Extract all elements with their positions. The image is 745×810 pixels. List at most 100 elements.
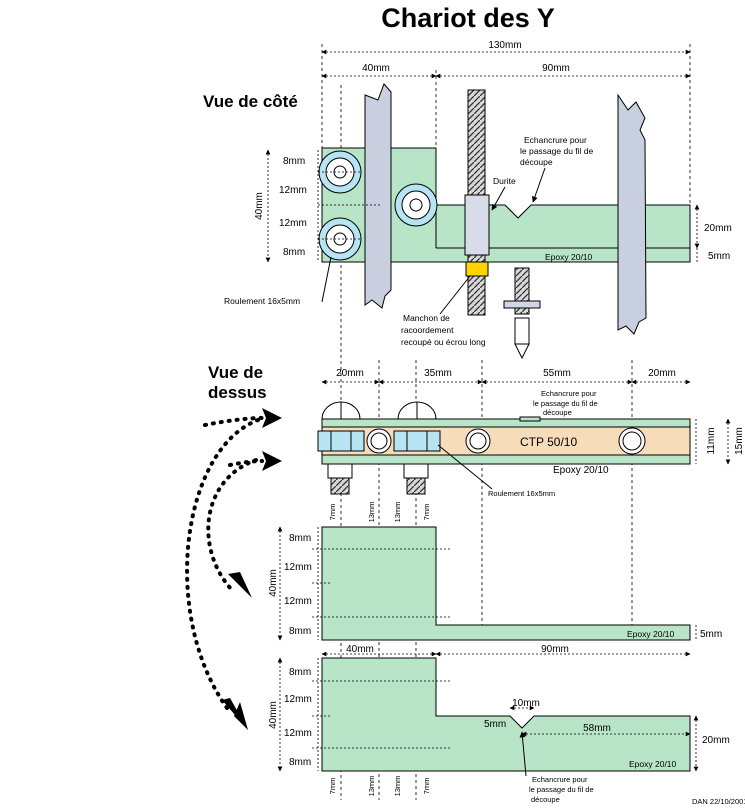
signature: DAN 22/10/2001: [692, 797, 745, 806]
col-7-b: 7mm: [422, 504, 431, 521]
side-epoxy-label: Epoxy 20/10: [545, 252, 593, 262]
durite-sleeve: [464, 194, 490, 256]
top-bearing-right: [393, 430, 441, 452]
dim-130: 130mm: [488, 40, 521, 51]
dim-20-top-b: 20mm: [648, 368, 676, 379]
p2-col-13-b: 13mm: [393, 776, 402, 797]
p1-dim-40: 40mm: [268, 569, 279, 597]
side-view-heading: Vue de côté: [203, 92, 298, 111]
top-notch: [519, 416, 541, 422]
side-notch-label-2: le passage du fil de: [520, 146, 594, 156]
dim-8-b: 8mm: [283, 247, 305, 258]
p2-dim-20: 20mm: [702, 735, 730, 746]
p2-dim-40-vertical: 40mm: [268, 701, 279, 729]
coupler: [465, 261, 489, 277]
plate-1: [321, 526, 691, 641]
cutting-tip: [514, 317, 530, 345]
lower-clamp: [503, 300, 541, 309]
dim-55: 55mm: [543, 368, 571, 379]
plate-2-top-dims: 40mm 90mm: [321, 644, 691, 657]
p2-dim-40: 40mm: [346, 644, 374, 655]
side-view-left-dimensions: 40mm 8mm 12mm 12mm 8mm: [254, 149, 380, 263]
p1-dim-12-b: 12mm: [284, 596, 312, 607]
p1-dim-8-a: 8mm: [289, 533, 311, 544]
top-roulement-label: Roulement 16x5mm: [488, 489, 555, 498]
p2-dim-90: 90mm: [541, 644, 569, 655]
dim-12-a: 12mm: [279, 185, 307, 196]
top-notch-label-2: le passage du fil de: [533, 399, 598, 408]
plate-2-left-dims: 40mm 8mm 12mm 12mm 8mm: [268, 657, 450, 772]
p2-dim-8-a: 8mm: [289, 667, 311, 678]
p2-notch-label-1: Echancrure pour: [532, 775, 588, 784]
top-pulley-1: [366, 428, 392, 454]
top-notch-label-3: découpe: [543, 408, 572, 417]
side-plate: [321, 147, 691, 263]
top-epoxy-label: Epoxy 20/10: [553, 465, 609, 476]
p2-col-7-a: 7mm: [328, 778, 337, 795]
manchon-label-3: recoupé ou écrou long: [401, 337, 486, 347]
p2-dim-12-b: 12mm: [284, 728, 312, 739]
manchon-label-1: Manchon de: [403, 313, 450, 323]
top-thickness-dimensions: 11mm 15mm: [695, 418, 745, 465]
arrow-upper-to-plate-2: [185, 418, 260, 714]
p2-column-dims: 7mm 13mm 13mm 7mm: [328, 776, 431, 797]
p2-dim-58: 58mm: [583, 723, 611, 734]
plate-2: [321, 657, 691, 772]
p2-notch-label-3: découpe: [531, 795, 560, 804]
left-rail: [364, 83, 392, 309]
dim-35: 35mm: [424, 368, 452, 379]
p2-notch-label-2: le passage du fil de: [529, 785, 594, 794]
top-view-heading-1: Vue de: [208, 363, 263, 382]
dim-90: 90mm: [542, 63, 570, 74]
roulement-label: Roulement 16x5mm: [224, 296, 300, 306]
top-epoxy-upper: [321, 418, 691, 428]
p1-epoxy-label: Epoxy 20/10: [627, 629, 675, 639]
side-view-right-dimensions: 20mm 5mm: [694, 204, 732, 262]
top-column-dims: 7mm 13mm 13mm 7mm: [328, 502, 431, 523]
durite-label: Durite: [493, 176, 516, 186]
plate-1-left-dims: 40mm 8mm 12mm 12mm 8mm: [268, 526, 450, 641]
dim-8-a: 8mm: [283, 156, 305, 167]
dim-40-vertical: 40mm: [254, 192, 265, 220]
nut-right: [403, 463, 429, 479]
dotted-arrows: [185, 408, 282, 730]
top-pulley-3: [618, 427, 646, 455]
arrow-head-top-2: [262, 451, 282, 471]
plate-2-notch-dims: 10mm 5mm 58mm 20mm: [484, 698, 730, 772]
right-rail: [617, 93, 647, 335]
p2-dim-10: 10mm: [512, 698, 540, 709]
p1-dim-8-b: 8mm: [289, 626, 311, 637]
bearing-right: [394, 183, 438, 227]
top-view-heading-2: dessus: [208, 383, 267, 402]
top-epoxy-lower: [321, 454, 691, 465]
arrow-lower-to-plate-1: [206, 458, 258, 592]
col-13-b: 13mm: [393, 502, 402, 523]
p2-dim-12-a: 12mm: [284, 694, 312, 705]
dim-5-right: 5mm: [708, 251, 730, 262]
page-title: Chariot des Y: [381, 3, 555, 33]
col-13-a: 13mm: [367, 502, 376, 523]
side-view-top-dimensions: 130mm 40mm 90mm: [321, 40, 691, 79]
dim-11: 11mm: [706, 427, 717, 454]
top-view-dimensions: 20mm 35mm 55mm 20mm: [321, 368, 691, 385]
p1-dim-12-a: 12mm: [284, 562, 312, 573]
dim-12-b: 12mm: [279, 218, 307, 229]
p2-col-13-a: 13mm: [367, 776, 376, 797]
side-notch-label-1: Echancrure pour: [524, 135, 587, 145]
dim-15: 15mm: [734, 427, 745, 455]
p2-epoxy-label: Epoxy 20/10: [629, 759, 677, 769]
top-pulley-2: [465, 428, 491, 454]
p2-dim-8-b: 8mm: [289, 757, 311, 768]
col-7-a: 7mm: [328, 504, 337, 521]
nut-left: [327, 463, 353, 479]
top-notch-label-1: Echancrure pour: [541, 389, 597, 398]
p2-col-7-b: 7mm: [422, 778, 431, 795]
manchon-label-2: racoordement: [401, 325, 454, 335]
dim-20-top-a: 20mm: [336, 368, 364, 379]
ctp-label: CTP 50/10: [520, 435, 577, 449]
p1-dim-5: 5mm: [700, 629, 722, 640]
top-bearing-left: [317, 430, 365, 452]
dim-20-right: 20mm: [704, 223, 732, 234]
